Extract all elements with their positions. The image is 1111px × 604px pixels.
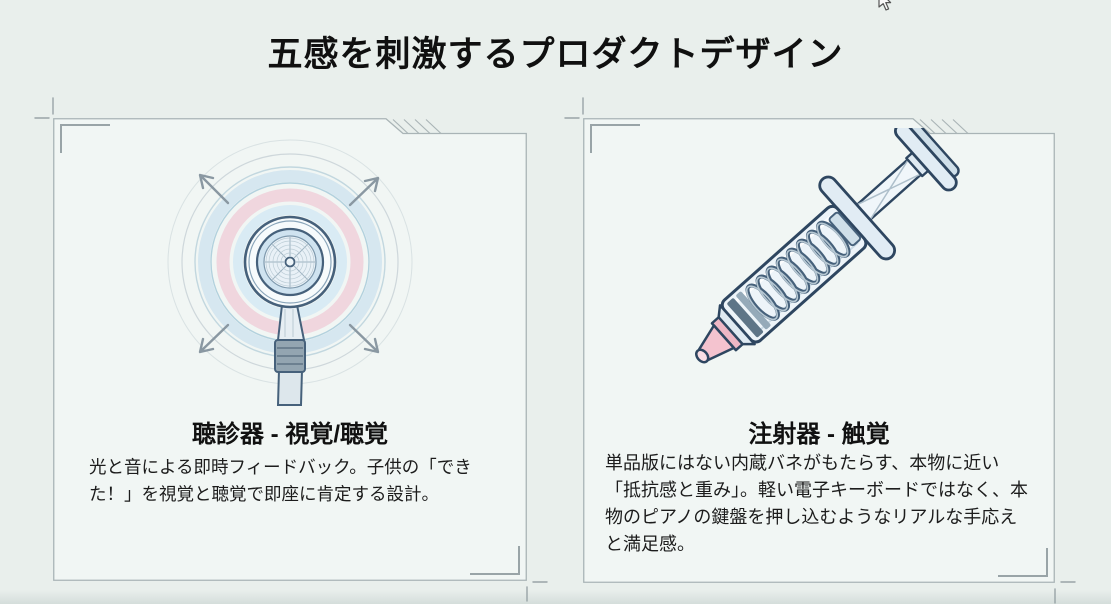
card-syringe: 注射器 - 触覚 単品版にはない内蔵バネがもたらす、本物に近い「抵抗感と重み」。…: [583, 118, 1055, 583]
spring-loaded-syringe-icon: [695, 128, 960, 364]
card-title-stethoscope: 聴診器 - 視覚/聴覚: [192, 421, 388, 448]
mouse-cursor-icon: [878, 0, 892, 11]
card-stethoscope: 聴診器 - 視覚/聴覚 光と音による即時フィードバック。子供の「できた！」を視覚…: [53, 118, 527, 581]
slide-title: 五感を刺激するプロダクトデザイン: [267, 35, 844, 74]
stethoscope-sound-waves-icon: [167, 139, 413, 406]
card-frame-border: [583, 118, 1055, 583]
card-description-syringe: 単品版にはない内蔵バネがもたらす、本物に近い「抵抗感と重み」。軽い電子キーボード…: [605, 453, 1028, 554]
card-description-stethoscope: 光と音による即時フィードバック。子供の「できた！」を視覚と聴覚で即座に肯定する設…: [89, 457, 472, 505]
card-title-syringe: 注射器 - 触覚: [748, 421, 890, 448]
